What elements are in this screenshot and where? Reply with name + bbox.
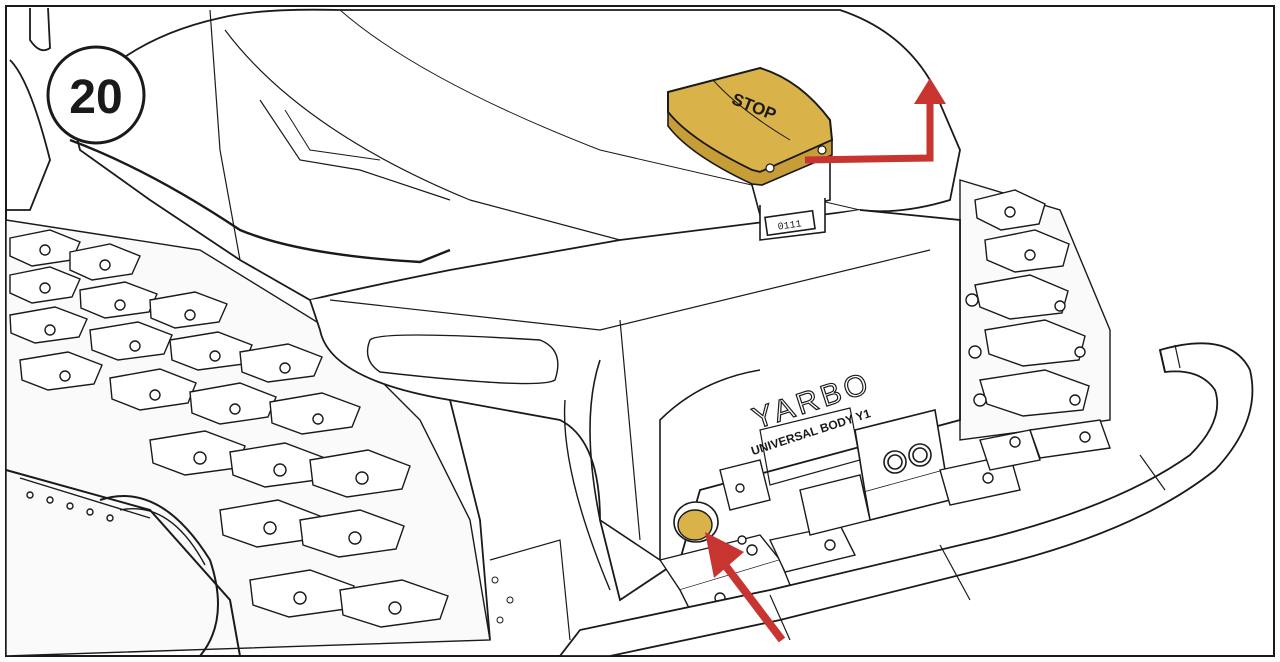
step-number: 20 [69, 71, 122, 124]
stop-button[interactable]: STOP [667, 66, 834, 186]
step-badge: 20 [46, 45, 146, 145]
power-button[interactable] [673, 501, 719, 543]
lift-arrow-shaft [804, 100, 934, 164]
power-arrow-shaft [721, 562, 786, 643]
left-track [5, 219, 491, 657]
step-badge-circle [46, 45, 146, 145]
stop-button-side [667, 109, 833, 186]
lift-arrow [804, 78, 946, 164]
power-arrow [705, 532, 786, 643]
front-bumper [558, 342, 1254, 657]
serial-label: 0111 [777, 219, 802, 233]
stop-screw-left [765, 163, 775, 173]
serial-label-plate [764, 209, 816, 237]
lift-arrow-head [914, 78, 946, 104]
front-sensor [759, 407, 951, 521]
right-track [959, 179, 1111, 441]
power-arrow-head [705, 532, 744, 578]
stop-button-seam [712, 79, 791, 141]
stop-screw-right [817, 145, 827, 155]
power-button-cap [677, 509, 713, 541]
